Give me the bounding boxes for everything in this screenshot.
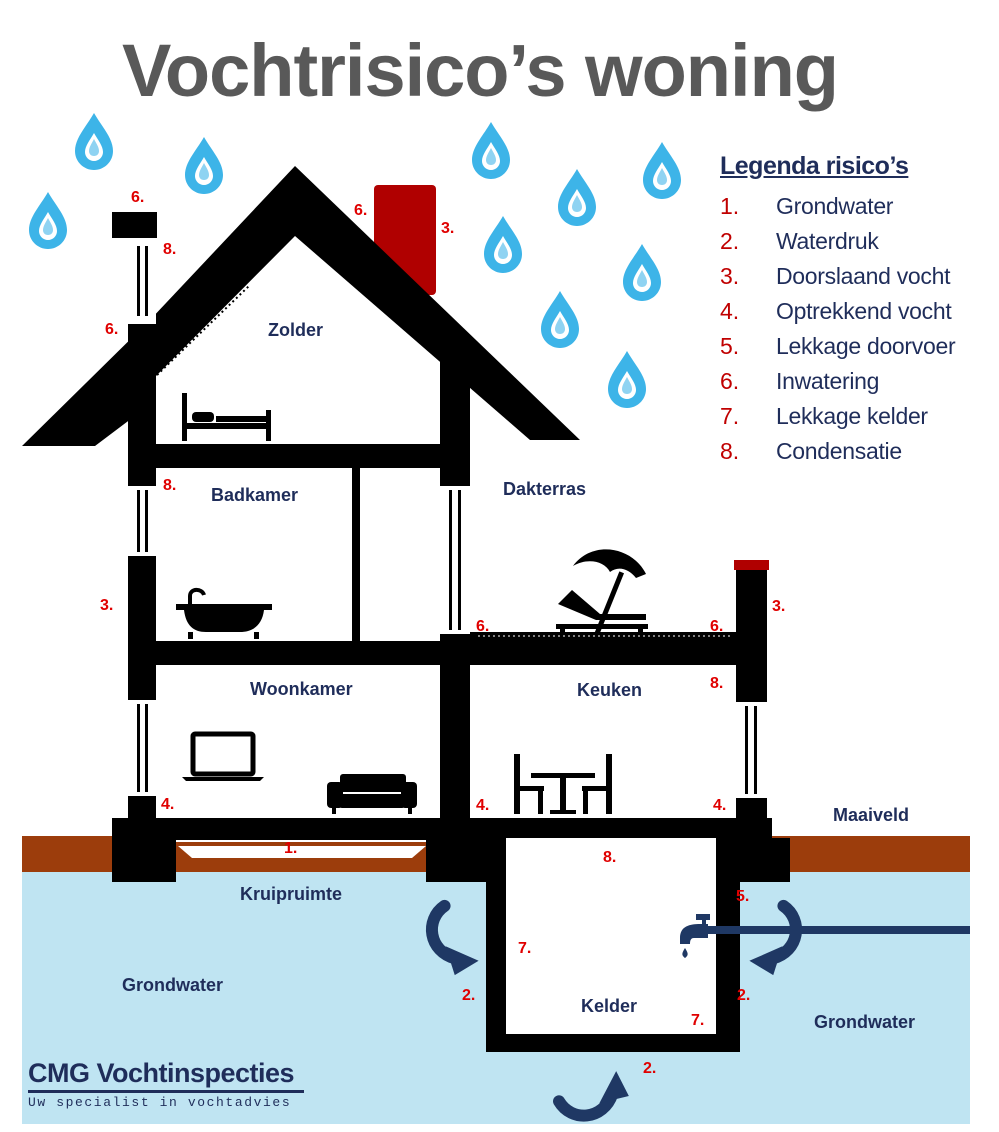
window-bath — [128, 486, 156, 556]
risk-marker: 2. — [643, 1060, 657, 1077]
legend-label: Lekkage doorvoer — [776, 333, 956, 359]
legend-number: 4. — [720, 298, 740, 324]
legend-number: 6. — [720, 368, 740, 394]
risk-marker: 8. — [710, 675, 724, 692]
room-label-grondwater-right: Grondwater — [814, 1012, 916, 1032]
room-label-kruipruimte: Kruipruimte — [240, 884, 343, 904]
raindrop-icon — [643, 142, 681, 199]
legend-number: 5. — [720, 333, 740, 359]
legend-number: 1. — [720, 193, 740, 219]
room-label-maaiveld: Maaiveld — [833, 805, 910, 825]
legend-label: Optrekkend vocht — [776, 298, 952, 324]
legend-number: 2. — [720, 228, 740, 254]
risk-marker: 3. — [772, 598, 786, 615]
legend-label: Waterdruk — [776, 228, 879, 254]
risk-marker: 6. — [476, 618, 490, 635]
risk-marker: 7. — [518, 940, 532, 957]
foundation-left — [112, 838, 176, 882]
wall-mid-lower — [440, 640, 470, 840]
risk-marker: 1. — [284, 840, 298, 857]
legend-item: 5. Lekkage doorvoer — [720, 329, 990, 364]
risk-marker: 8. — [163, 241, 177, 258]
dining-set-icon — [514, 754, 612, 814]
legend-item: 4. Optrekkend vocht — [720, 294, 990, 329]
room-label-zolder: Zolder — [268, 320, 324, 340]
risk-marker: 4. — [161, 796, 175, 813]
legend-item: 2. Waterdruk — [720, 224, 990, 259]
raindrop-icon — [558, 169, 596, 226]
room-label-kelder: Kelder — [581, 996, 638, 1016]
risk-marker: 2. — [737, 987, 751, 1004]
bathtub-icon — [176, 587, 272, 639]
raindrop-icon — [623, 244, 661, 301]
risk-marker: 3. — [100, 597, 114, 614]
risk-marker: 5. — [736, 888, 750, 905]
legend-item: 8. Condensatie — [720, 434, 990, 469]
legend-number: 3. — [720, 263, 740, 289]
attic-window-glass — [156, 284, 251, 376]
risk-marker: 6. — [131, 189, 145, 206]
logo-divider — [28, 1090, 304, 1093]
legend-label: Lekkage kelder — [776, 403, 928, 429]
bed-icon — [182, 393, 271, 441]
page-title: Vochtrisico’s woning — [122, 29, 839, 112]
risk-marker: 8. — [163, 477, 177, 494]
risk-marker: 6. — [710, 618, 724, 635]
raindrop-icon — [541, 291, 579, 348]
room-label-woonkamer: Woonkamer — [250, 679, 353, 699]
raindrop-icon — [185, 137, 223, 194]
raindrop-icon — [29, 192, 67, 249]
room-label-keuken: Keuken — [577, 680, 643, 700]
soil-right — [764, 836, 970, 872]
legend-title: Legenda risico’s — [720, 152, 909, 180]
legend-label: Condensatie — [776, 438, 902, 464]
room-label-grondwater-left: Grondwater — [122, 975, 224, 995]
risk-marker: 6. — [105, 321, 119, 338]
risk-marker: 8. — [603, 849, 617, 866]
legend-label: Doorslaand vocht — [776, 263, 951, 289]
room-label-badkamer: Badkamer — [211, 485, 299, 505]
window-terrace-door — [440, 486, 470, 634]
legend-item: 7. Lekkage kelder — [720, 399, 990, 434]
room-label-dakterras: Dakterras — [503, 479, 587, 499]
window-attic — [128, 238, 156, 324]
raindrop-icon — [472, 122, 510, 179]
legend-label: Inwatering — [776, 368, 880, 394]
floor-attic — [128, 444, 470, 468]
legend-item: 6. Inwatering — [720, 364, 990, 399]
crawlspace-void — [178, 846, 426, 858]
bath-partition — [352, 468, 360, 641]
legend-number: 8. — [720, 438, 740, 464]
floor-bath — [128, 641, 764, 665]
roof — [22, 166, 580, 446]
window-kitchen — [736, 702, 767, 798]
legend-item: 3. Doorslaand vocht — [720, 259, 990, 294]
risk-marker: 3. — [441, 220, 455, 237]
risk-marker: 7. — [691, 1012, 705, 1029]
window-living — [128, 700, 156, 796]
legend-number: 7. — [720, 403, 740, 429]
beach-umbrella-icon — [556, 549, 648, 635]
legend: Legenda risico’s 1. Grondwater 2. Waterdru… — [720, 152, 990, 469]
risk-marker: 4. — [476, 797, 490, 814]
company-logo: CMG Vochtinspecties Uw specialist in voc… — [28, 1058, 304, 1110]
risk-marker: 4. — [713, 797, 727, 814]
logo-tagline: Uw specialist in vochtadvies — [28, 1095, 292, 1110]
floor-ground — [112, 818, 772, 840]
parapet-cap — [734, 560, 769, 570]
legend-item: 1. Grondwater — [720, 189, 990, 224]
tap-icon — [680, 914, 970, 958]
risk-marker: 6. — [354, 202, 368, 219]
logo-name: CMG Vochtinspecties — [28, 1058, 295, 1088]
risk-marker: 2. — [462, 987, 476, 1004]
legend-label: Grondwater — [776, 193, 894, 219]
raindrop-icon — [484, 216, 522, 273]
raindrop-icon — [75, 113, 113, 170]
raindrop-icon — [608, 351, 646, 408]
sofa-icon — [327, 774, 417, 814]
laptop-icon — [182, 731, 264, 781]
